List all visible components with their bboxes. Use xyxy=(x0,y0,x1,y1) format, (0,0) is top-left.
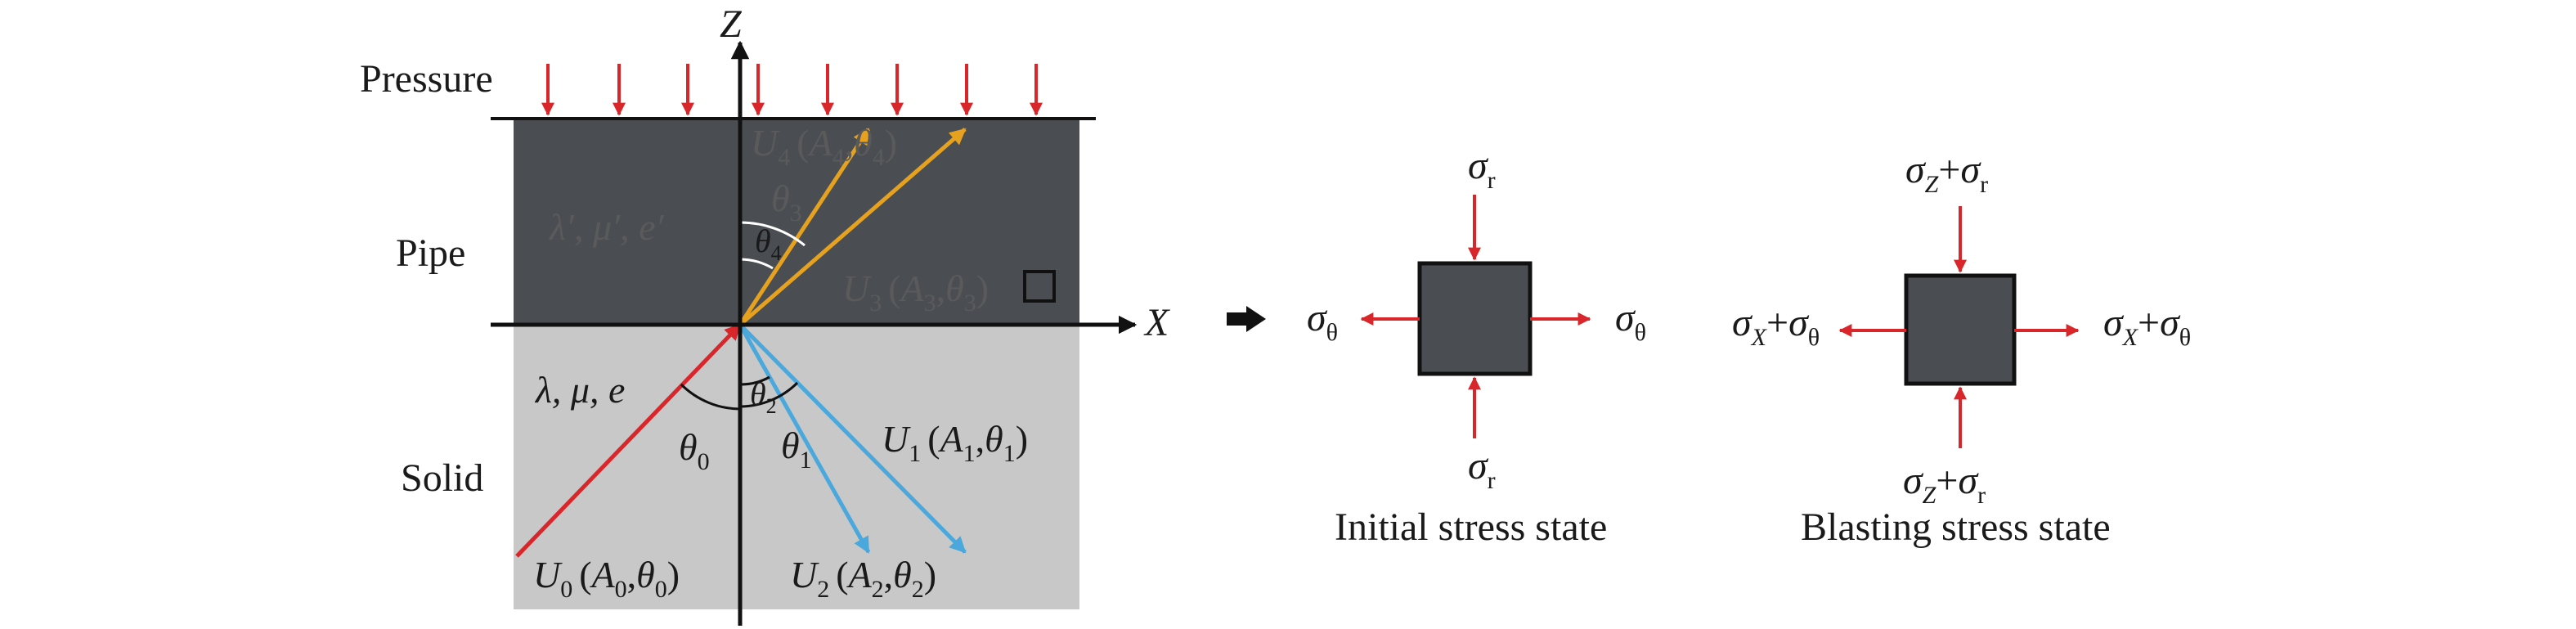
initial-stress-state: σr σr σθ σθ Initial stress state xyxy=(1307,144,1646,549)
theta1-label: θ1 xyxy=(781,425,812,474)
reflected-wave-ray-1 xyxy=(738,323,967,554)
blasting-bottom-stress-label: σZ+σr xyxy=(1903,459,1986,509)
blasting-stress-element xyxy=(1904,273,2017,386)
solid-parameters: λ, μ, e xyxy=(534,369,625,411)
incident-wave-ray xyxy=(515,323,742,558)
initial-bottom-stress-label: σr xyxy=(1468,444,1496,494)
theta0-label: θ0 xyxy=(679,426,710,475)
reflected-wave-ray-2 xyxy=(738,323,871,554)
z-axis-label: Z xyxy=(720,2,743,46)
pressure-label: Pressure xyxy=(360,57,493,101)
blasting-right-stress-label: σX+σθ xyxy=(2103,301,2191,351)
theta1-arc xyxy=(739,381,799,408)
transmitted-wave-ray-4 xyxy=(738,128,871,326)
theta4-label: θ4 xyxy=(755,222,782,265)
wave-u2-label: U2(A2,θ2) xyxy=(790,554,936,603)
blasting-stress-state: σZ+σr σZ+σr σX+σθ σX+σθ Blasting stress … xyxy=(1732,148,2191,549)
theta3-label: θ3 xyxy=(771,177,802,227)
pipe-label: Pipe xyxy=(396,231,465,275)
element-square-icon xyxy=(1023,270,1056,303)
initial-stress-element xyxy=(1417,261,1533,376)
theta0-arc xyxy=(680,383,741,411)
initial-left-stress-label: σθ xyxy=(1307,296,1338,346)
solid-region xyxy=(514,325,1079,609)
wave-u3-label: U3(A3,θ3) xyxy=(842,267,989,317)
pipe-parameters: λ′, μ′, e′ xyxy=(548,206,665,248)
theta2-label: θ2 xyxy=(750,375,777,418)
initial-top-stress-label: σr xyxy=(1468,144,1496,194)
solid-label: Solid xyxy=(401,456,483,500)
initial-stress-caption: Initial stress state xyxy=(1335,505,1607,549)
initial-right-stress-label: σθ xyxy=(1615,296,1646,346)
blasting-left-stress-label: σX+σθ xyxy=(1732,301,1820,351)
x-axis-label: X xyxy=(1143,301,1170,344)
wave-u0-label: U0(A0,θ0) xyxy=(533,554,680,603)
blasting-top-stress-label: σZ+σr xyxy=(1905,148,1988,198)
theta3-arc xyxy=(739,221,806,247)
blasting-stress-caption: Blasting stress state xyxy=(1801,505,2111,549)
wave-u1-label: U1(A1,θ1) xyxy=(882,418,1028,467)
pressure-arrows xyxy=(541,64,1043,116)
left-panel: Pressure Pipe Solid Z X λ′, μ′, e′ λ, μ,… xyxy=(360,2,1170,626)
transition-arrow-icon xyxy=(1227,306,1266,332)
wave-u4-label: U4(A4,θ4) xyxy=(751,122,897,171)
pipe-region xyxy=(514,119,1079,325)
transmitted-wave-ray-3 xyxy=(738,128,967,326)
